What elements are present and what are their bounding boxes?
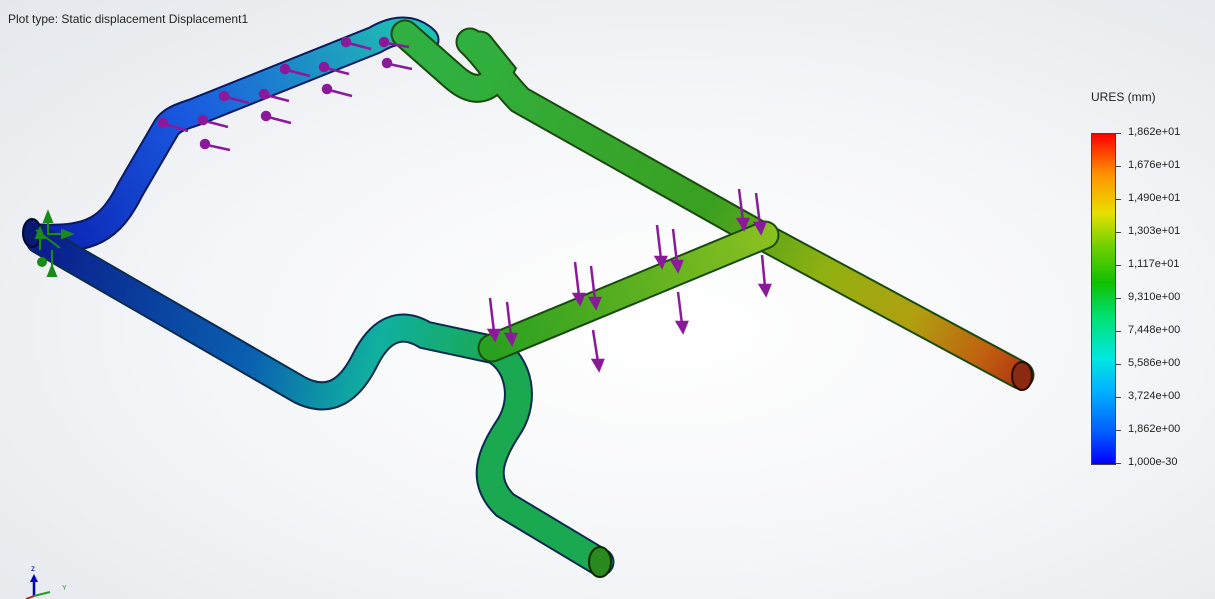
- legend-label-8: 3,724e+00: [1128, 390, 1181, 402]
- tube-left-rail: [25, 16, 440, 253]
- color-scale-bar: [1091, 133, 1116, 465]
- legend-label-0: 1,862e+01: [1128, 126, 1181, 138]
- coordinate-triad-icon: z Y: [25, 564, 67, 599]
- legend-label-9: 1,862e+00: [1128, 423, 1181, 435]
- legend-tick: [1116, 463, 1121, 464]
- plot-type-label: Plot type: Static displacement Displacem…: [8, 12, 249, 26]
- triad-y-label: Y: [62, 585, 67, 592]
- legend-label-2: 1,490e+01: [1128, 192, 1181, 204]
- load-arrows-vertical: [486, 188, 772, 373]
- legend-label-1: 1,676e+01: [1128, 159, 1181, 171]
- legend-tick: [1116, 331, 1121, 332]
- legend-label-4: 1,117e+01: [1128, 258, 1180, 270]
- legend-tick: [1116, 430, 1121, 431]
- legend-label-7: 5,586e+00: [1128, 357, 1181, 369]
- legend-tick: [1116, 298, 1121, 299]
- plot-header-fragment: ...: [8, 0, 17, 6]
- legend-title: URES (mm): [1091, 90, 1156, 104]
- legend-tick: [1116, 265, 1121, 266]
- triad-z-label: z: [31, 564, 35, 573]
- legend-tick: [1116, 232, 1121, 233]
- legend-tick: [1116, 397, 1121, 398]
- fixture-icon: [34, 209, 75, 277]
- legend-tick: [1116, 133, 1121, 134]
- legend-tick: [1116, 166, 1121, 167]
- legend-label-6: 7,448e+00: [1128, 324, 1181, 336]
- tube-end-right: [1011, 361, 1033, 391]
- legend-label-3: 1,303e+01: [1128, 225, 1181, 237]
- legend-tick: [1116, 199, 1121, 200]
- legend-label-10: 1,000e-30: [1128, 456, 1178, 468]
- legend-label-5: 9,310e+00: [1128, 291, 1181, 303]
- tube-end-front: [588, 546, 612, 578]
- legend-tick: [1116, 364, 1121, 365]
- load-arrows-lateral: [157, 36, 413, 152]
